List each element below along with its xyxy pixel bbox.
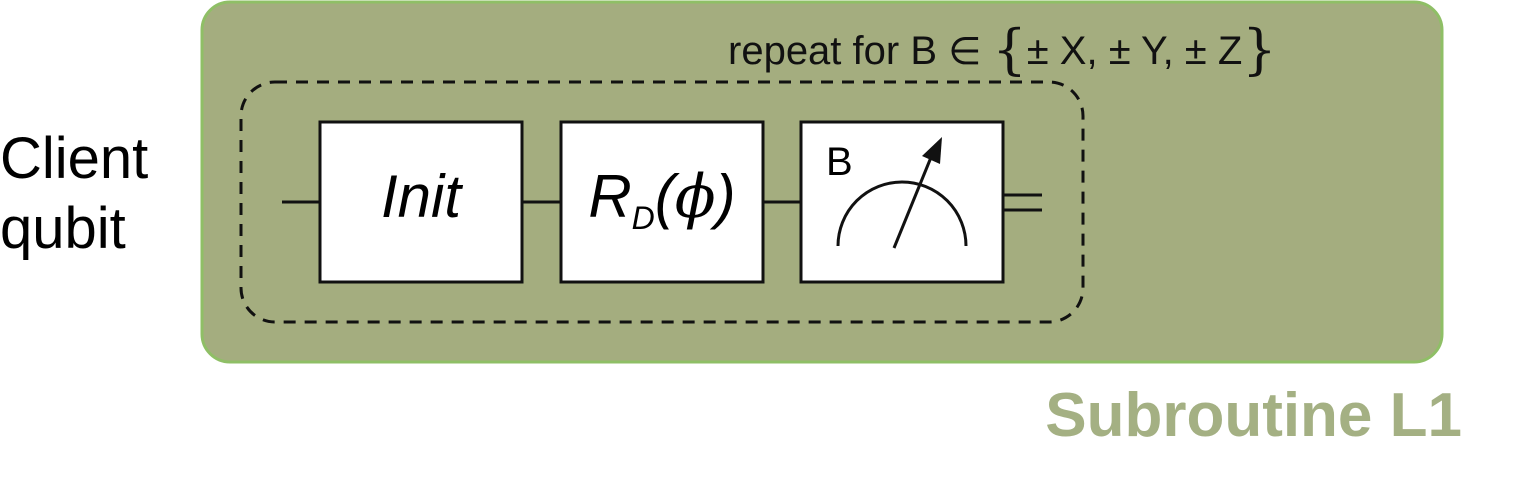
repeat-loop-box (239, 80, 1085, 324)
init-gate (318, 120, 524, 284)
rotation-subscript: D (631, 200, 655, 236)
qubit-label: Client qubit (0, 124, 148, 263)
set-open-brace: { (992, 18, 1027, 81)
measurement-basis-label: B (826, 140, 853, 184)
rotation-gate (559, 120, 765, 284)
set-close-brace: } (1242, 18, 1277, 81)
measurement-gate (799, 120, 1005, 284)
basis-item-y: ± Y, (1108, 29, 1185, 73)
rotation-close-paren: ) (715, 163, 736, 230)
subroutine-title: Subroutine L1 (1045, 381, 1462, 450)
init-gate-label: Init (380, 163, 462, 230)
meter-icon (836, 137, 968, 249)
qubit-label-line2: qubit (0, 195, 126, 261)
rotation-angle: ϕ (674, 162, 716, 232)
basis-item-z: ± Z (1184, 29, 1243, 73)
rotation-base: R (588, 163, 632, 230)
rotation-open-paren: ( (654, 163, 675, 230)
basis-item-x: ± X, (1026, 29, 1109, 73)
repeat-prefix: repeat for B (728, 29, 949, 73)
repeat-annotation: repeat for B ∈ {± X, ± Y, ± Z} (728, 14, 1277, 81)
rotation-gate-label: RD(ϕ) (560, 162, 764, 237)
element-of-symbol: ∈ (948, 29, 982, 73)
qubit-label-line1: Client (0, 126, 149, 191)
